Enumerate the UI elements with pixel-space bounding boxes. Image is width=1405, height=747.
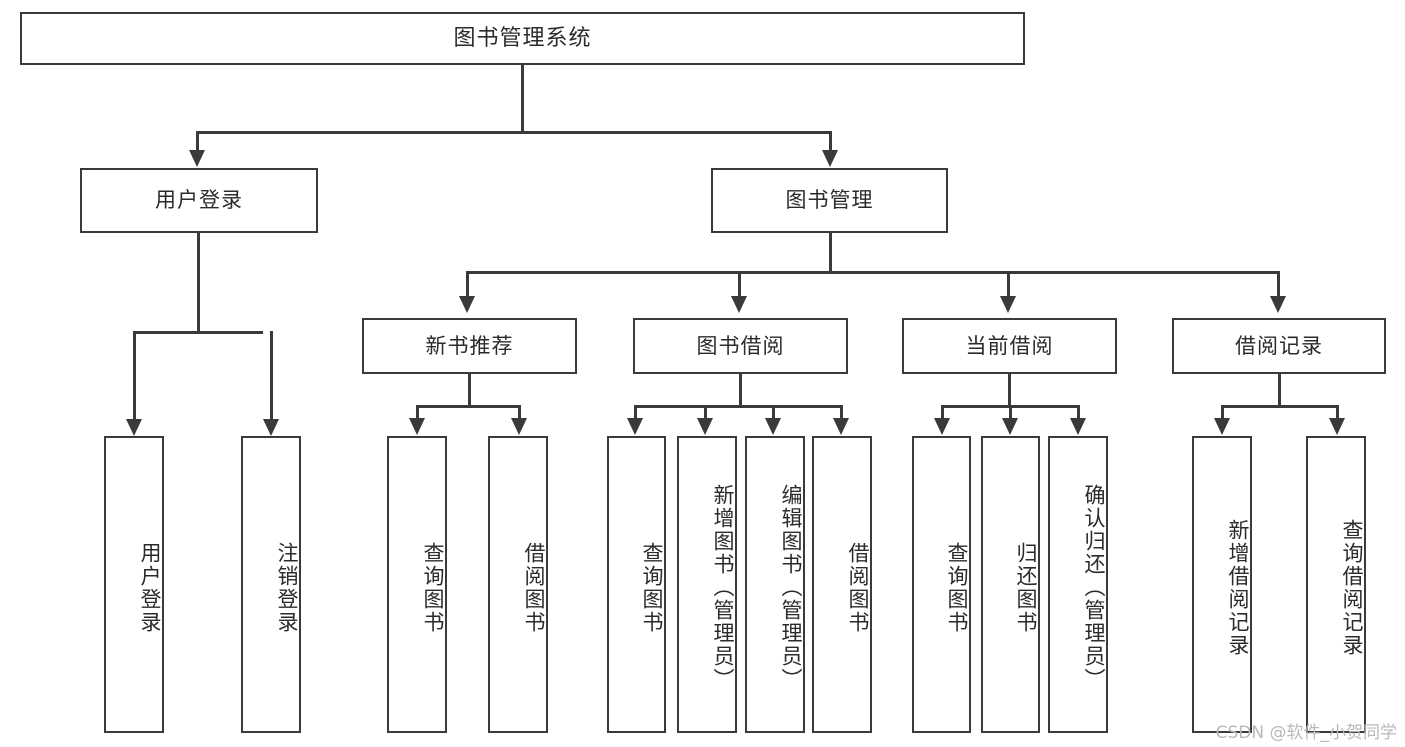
arrow-down-icon xyxy=(511,418,527,435)
arrow-down-icon xyxy=(263,419,279,436)
connector-bb-c3 xyxy=(772,405,775,420)
connector-bb-bar xyxy=(634,405,842,408)
arrow-down-icon xyxy=(1214,418,1230,435)
node-label: 查询借阅记录 xyxy=(1340,518,1364,657)
node-label: 注销登录 xyxy=(275,541,299,634)
node-book-management[interactable]: 图书管理 xyxy=(711,168,948,233)
arrow-down-icon xyxy=(1070,418,1086,435)
node-label: 查询图书 xyxy=(421,541,445,634)
connector-root-to-book-management xyxy=(829,131,832,153)
connector-book-management-bar xyxy=(466,271,1280,274)
node-new-book-recommend[interactable]: 新书推荐 xyxy=(362,318,577,374)
leaf-bb-edit-book-admin[interactable]: 编辑图书（管理员） xyxy=(745,436,805,733)
connector-br-left xyxy=(1221,405,1224,420)
connector-bb-c1 xyxy=(634,405,637,420)
node-label: 新增图书（管理员） xyxy=(711,484,735,691)
leaf-nbr-query-book[interactable]: 查询图书 xyxy=(387,436,447,733)
connector-bm-to-borrow-record xyxy=(1277,271,1280,299)
node-label: 新书推荐 xyxy=(425,333,514,358)
connector-root-to-user-login xyxy=(196,131,199,153)
connector-cb-c2 xyxy=(1009,405,1012,420)
arrow-down-icon xyxy=(934,418,950,435)
arrow-down-icon xyxy=(126,419,142,436)
leaf-cb-query-book[interactable]: 查询图书 xyxy=(912,436,971,733)
connector-nbr-left xyxy=(416,405,419,420)
arrow-down-icon xyxy=(833,418,849,435)
leaf-cb-return-book[interactable]: 归还图书 xyxy=(981,436,1040,733)
leaf-cb-confirm-return-admin[interactable]: 确认归还（管理员） xyxy=(1048,436,1108,733)
node-label: 借阅图书 xyxy=(846,541,870,634)
connector-cb-stem xyxy=(1008,374,1011,408)
leaf-bb-borrow-book[interactable]: 借阅图书 xyxy=(812,436,872,733)
connector-root-bar xyxy=(196,131,832,134)
node-label: 图书管理系统 xyxy=(453,25,592,51)
connector-cb-c3 xyxy=(1077,405,1080,420)
arrow-down-icon xyxy=(627,418,643,435)
arrow-down-icon xyxy=(1270,296,1286,313)
connector-br-bar xyxy=(1221,405,1339,408)
arrow-down-icon xyxy=(459,296,475,313)
leaf-nbr-borrow-book[interactable]: 借阅图书 xyxy=(488,436,548,733)
connector-root-stem xyxy=(521,65,524,133)
arrow-down-icon xyxy=(731,296,747,313)
node-label: 查询图书 xyxy=(945,541,969,634)
connector-bb-c2 xyxy=(704,405,707,420)
connector-bm-to-new-book xyxy=(466,271,469,299)
node-book-borrow[interactable]: 图书借阅 xyxy=(633,318,848,374)
node-label: 确认归还（管理员） xyxy=(1082,484,1106,691)
arrow-down-icon xyxy=(697,418,713,435)
node-label: 图书借阅 xyxy=(696,333,785,358)
connector-br-stem xyxy=(1278,374,1281,408)
leaf-br-add-record[interactable]: 新增借阅记录 xyxy=(1192,436,1252,733)
arrow-down-icon xyxy=(409,418,425,435)
node-label: 编辑图书（管理员） xyxy=(779,484,803,691)
node-label: 用户登录 xyxy=(155,188,243,213)
node-current-borrow[interactable]: 当前借阅 xyxy=(902,318,1117,374)
arrow-down-icon xyxy=(1329,418,1345,435)
node-borrow-record[interactable]: 借阅记录 xyxy=(1172,318,1386,374)
connector-br-right xyxy=(1336,405,1339,420)
arrow-down-icon xyxy=(1000,296,1016,313)
node-root-book-management-system[interactable]: 图书管理系统 xyxy=(20,12,1025,65)
connector-bb-c4 xyxy=(840,405,843,420)
leaf-br-query-record[interactable]: 查询借阅记录 xyxy=(1306,436,1366,733)
connector-book-management-stem xyxy=(829,233,832,273)
node-label: 新增借阅记录 xyxy=(1226,518,1250,657)
node-label: 用户登录 xyxy=(138,541,162,634)
connector-user-login-left xyxy=(133,331,136,421)
leaf-bb-query-book[interactable]: 查询图书 xyxy=(607,436,666,733)
connector-nbr-right xyxy=(518,405,521,420)
connector-user-login-stem xyxy=(197,233,200,333)
connector-user-login-right xyxy=(270,331,273,421)
arrow-down-icon xyxy=(765,418,781,435)
node-label: 归还图书 xyxy=(1014,541,1038,634)
leaf-logout-login[interactable]: 注销登录 xyxy=(241,436,301,733)
arrow-down-icon xyxy=(1002,418,1018,435)
leaf-user-login[interactable]: 用户登录 xyxy=(104,436,164,733)
arrow-down-icon xyxy=(189,150,205,167)
connector-nbr-stem xyxy=(468,374,471,408)
connector-nbr-bar xyxy=(416,405,521,408)
node-label: 图书管理 xyxy=(785,188,874,213)
connector-bb-stem xyxy=(739,374,742,408)
connector-cb-c1 xyxy=(941,405,944,420)
node-label: 借阅记录 xyxy=(1235,333,1323,358)
connector-bm-to-current-borrow xyxy=(1007,271,1010,299)
connector-user-login-bar xyxy=(133,331,263,334)
connector-bm-to-book-borrow xyxy=(738,271,741,299)
arrow-down-icon xyxy=(822,150,838,167)
node-user-login[interactable]: 用户登录 xyxy=(80,168,318,233)
node-label: 当前借阅 xyxy=(965,333,1054,358)
node-label: 借阅图书 xyxy=(522,541,546,634)
leaf-bb-add-book-admin[interactable]: 新增图书（管理员） xyxy=(677,436,737,733)
node-label: 查询图书 xyxy=(640,541,664,634)
